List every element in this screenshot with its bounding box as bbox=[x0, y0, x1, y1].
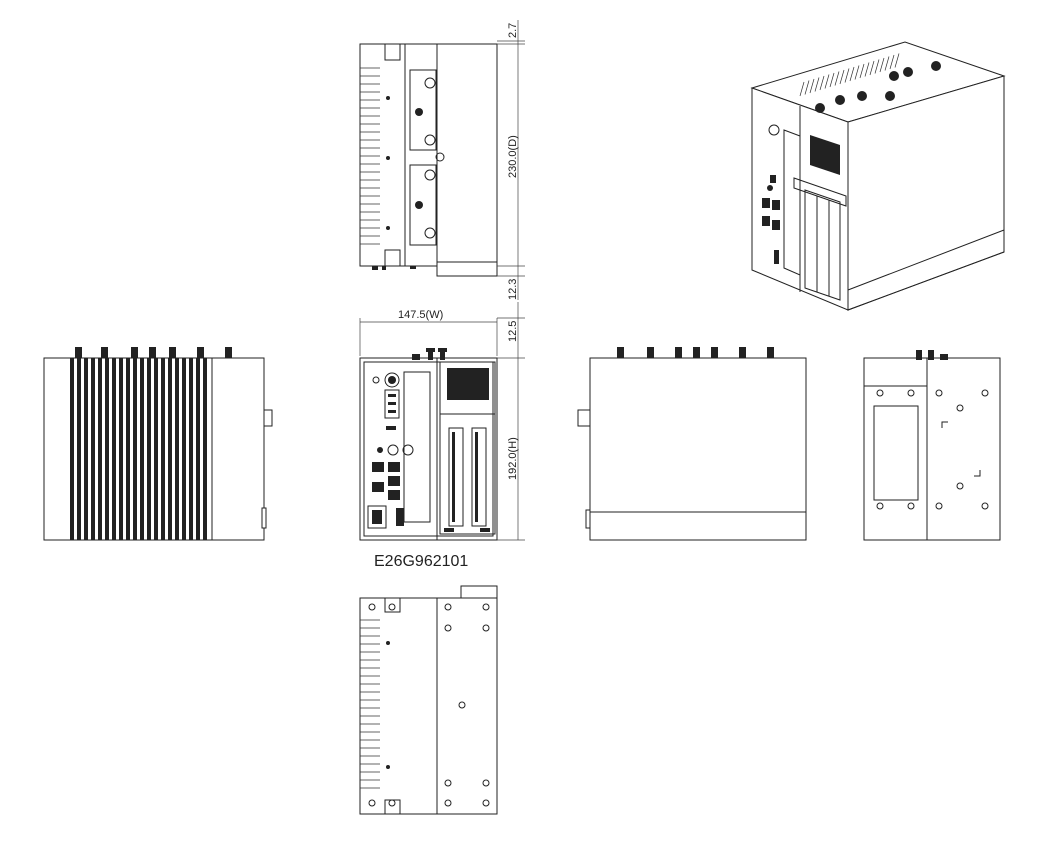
rear-view bbox=[863, 350, 1001, 541]
bottom-heatsink-fins bbox=[360, 619, 380, 789]
model-number: E26G962101 bbox=[374, 553, 468, 570]
bottom-view bbox=[359, 585, 498, 815]
dim-front-offset: 12.5 bbox=[507, 321, 519, 342]
left-side-view bbox=[43, 347, 273, 541]
width-dimension bbox=[359, 318, 498, 356]
front-view bbox=[359, 348, 498, 541]
dim-depth: 230.0(D) bbox=[507, 135, 519, 178]
dim-height: 192.0(H) bbox=[507, 437, 519, 480]
side-heatsink-fins bbox=[70, 358, 207, 540]
top-view bbox=[359, 43, 498, 277]
top-view-dimensions bbox=[497, 20, 525, 541]
dim-mid-offset: 12.3 bbox=[507, 279, 519, 300]
iso-heatsink-fins bbox=[799, 53, 900, 97]
dim-width: 147.5(W) bbox=[398, 309, 443, 321]
antennas bbox=[75, 347, 232, 358]
isometric-view bbox=[750, 41, 1006, 311]
heatsink-fins bbox=[360, 67, 380, 245]
right-side-view bbox=[577, 347, 807, 541]
antennas-right bbox=[617, 347, 774, 358]
dim-top-offset: 2.7 bbox=[507, 23, 519, 38]
